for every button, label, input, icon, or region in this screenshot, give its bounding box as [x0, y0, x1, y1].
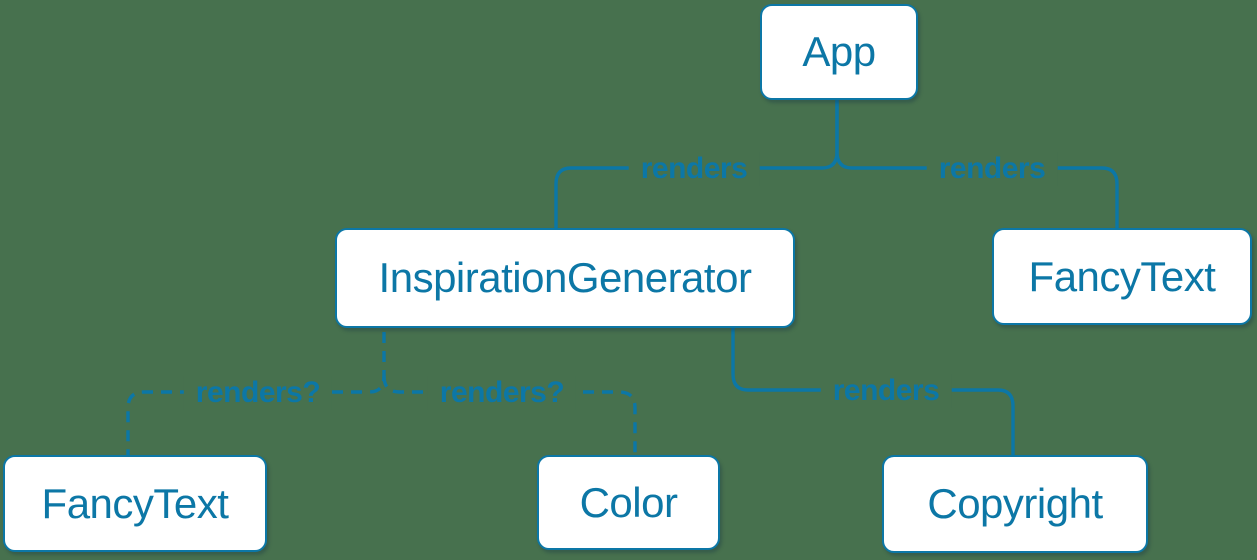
edge-label-renders-maybe-right: renders?	[427, 376, 577, 410]
edge-label-renders-copyright: renders	[820, 374, 952, 408]
node-app: App	[760, 4, 918, 100]
node-app-label: App	[802, 28, 876, 75]
node-copyright-label: Copyright	[927, 480, 1103, 527]
node-inspiration-generator: InspirationGenerator	[335, 228, 795, 328]
node-fancy-text-bottom: FancyText	[3, 455, 267, 552]
node-copyright: Copyright	[882, 455, 1148, 553]
node-fancy-text-top: FancyText	[992, 228, 1252, 325]
node-color-label: Color	[579, 478, 678, 526]
node-fancy-text-top-label: FancyText	[1028, 252, 1216, 300]
edge-label-renders-right: renders	[926, 152, 1058, 186]
edge-label-renders-maybe-left: renders?	[183, 376, 333, 410]
node-fancy-text-bottom-label: FancyText	[41, 479, 229, 527]
node-inspiration-generator-label: InspirationGenerator	[378, 254, 752, 301]
edge-label-renders-left: renders	[628, 152, 760, 186]
node-color: Color	[537, 455, 720, 550]
edge-inspirationgenerator-to-color-dashed	[382, 375, 637, 455]
